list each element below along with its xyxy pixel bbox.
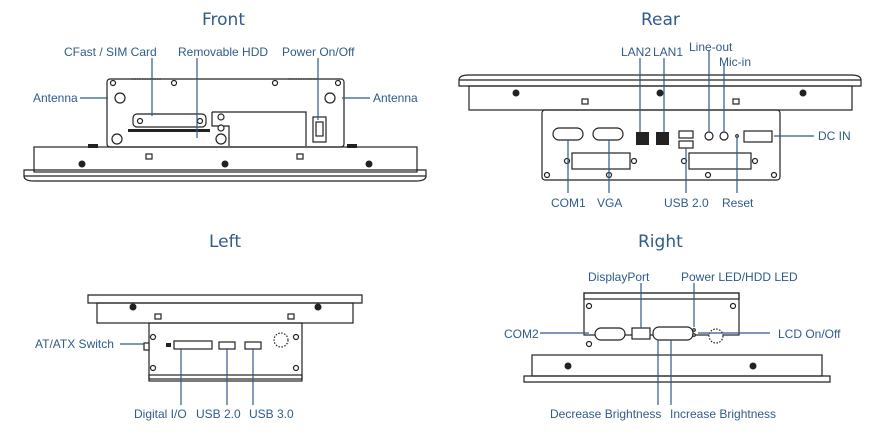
rear-view-title: Rear bbox=[641, 10, 680, 30]
lan2-label: LAN2 bbox=[621, 45, 652, 59]
right-view-drawing bbox=[523, 283, 831, 405]
lcd-on-off-label: LCD On/Off bbox=[778, 327, 841, 341]
digital-io-port bbox=[173, 340, 213, 350]
lan2-port bbox=[636, 132, 649, 145]
dc-in-connector bbox=[743, 130, 773, 143]
antenna-right-label: Antenna bbox=[373, 91, 418, 105]
left-view-title: Left bbox=[209, 232, 241, 252]
antenna-right-icon bbox=[324, 92, 336, 104]
antenna-left-label: Antenna bbox=[33, 91, 78, 105]
usb-port-2 bbox=[678, 140, 694, 149]
line-out-jack bbox=[704, 131, 714, 141]
rear-view-drawing bbox=[458, 50, 862, 193]
hdd-slot bbox=[128, 129, 210, 132]
at-atx-switch-label: AT/ATX Switch bbox=[35, 337, 114, 351]
mic-in-label: Mic-in bbox=[719, 55, 751, 69]
vga-label: VGA bbox=[597, 196, 623, 210]
at-atx-switch bbox=[143, 342, 150, 351]
right-view-title: Right bbox=[638, 232, 683, 252]
com2-port bbox=[594, 327, 626, 341]
brightness-buttons bbox=[652, 326, 694, 341]
com1-port bbox=[552, 127, 584, 141]
lan1-port bbox=[656, 132, 669, 145]
front-view-drawing bbox=[23, 58, 427, 182]
decrease-brightness-label: Decrease Brightness bbox=[550, 407, 662, 421]
power-on-off-label: Power On/Off bbox=[282, 45, 355, 59]
usb30-left-label: USB 3.0 bbox=[249, 407, 294, 421]
digital-io-label: Digital I/O bbox=[134, 407, 187, 421]
displayport-port bbox=[631, 327, 651, 340]
antenna-left-icon bbox=[114, 92, 126, 104]
com1-label: COM1 bbox=[551, 196, 586, 210]
usb20-rear-label: USB 2.0 bbox=[664, 196, 709, 210]
usb30-port bbox=[244, 341, 262, 350]
com2-label: COM2 bbox=[504, 327, 539, 341]
power-led bbox=[692, 333, 696, 337]
front-view-title: Front bbox=[202, 10, 245, 30]
cfast-slot bbox=[132, 113, 207, 128]
left-view-drawing bbox=[87, 294, 363, 405]
vga-port bbox=[592, 127, 624, 141]
mic-in-jack bbox=[719, 131, 729, 141]
displayport-label: DisplayPort bbox=[588, 270, 650, 284]
usb20-port bbox=[218, 341, 236, 350]
increase-brightness-label: Increase Brightness bbox=[670, 407, 777, 421]
reset-label: Reset bbox=[722, 196, 754, 210]
usb-port-1 bbox=[678, 130, 694, 139]
removable-hdd-label: Removable HDD bbox=[178, 45, 269, 59]
cfast-sim-label: CFast / SIM Card bbox=[64, 45, 157, 59]
power-hdd-led-label: Power LED/HDD LED bbox=[681, 270, 798, 284]
dc-in-label: DC IN bbox=[818, 129, 851, 143]
reset-button bbox=[735, 134, 739, 138]
usb20-left-label: USB 2.0 bbox=[196, 407, 241, 421]
hdd-led bbox=[692, 328, 696, 332]
lan1-label: LAN1 bbox=[653, 45, 684, 59]
line-out-label: Line-out bbox=[689, 40, 733, 54]
